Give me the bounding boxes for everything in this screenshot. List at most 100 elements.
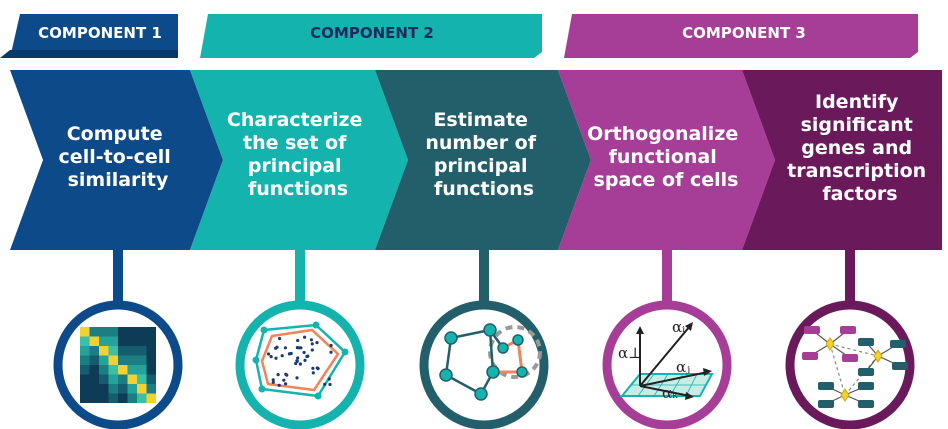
matrix-cell: [137, 393, 147, 403]
component-header-1-bar: [10, 14, 178, 58]
matrix-cell: [146, 393, 156, 403]
graph-nodes: [439, 323, 528, 401]
matrix-cell: [99, 336, 109, 346]
matrix-cell: [89, 374, 99, 384]
component-header-3: COMPONENT 3: [564, 14, 918, 58]
matrix-cell: [99, 327, 109, 337]
step-3-stem: [479, 250, 489, 314]
step-5-line-2: significant: [801, 114, 913, 136]
component-header-1: COMPONENT 1: [0, 14, 178, 58]
similarity-matrix-cells: [80, 327, 156, 403]
hull-point: [303, 358, 307, 362]
matrix-cell: [127, 393, 137, 403]
matrix-cell: [118, 327, 128, 337]
matrix-cell: [127, 336, 137, 346]
hull-point: [328, 382, 332, 387]
matrix-cell: [99, 365, 109, 375]
component-header-3-bar: [564, 14, 918, 58]
matrix-cell: [118, 336, 128, 346]
matrix-cell: [127, 355, 137, 365]
matrix-cell: [80, 384, 90, 394]
step-5-line-4: transcription: [787, 160, 926, 182]
matrix-cell: [108, 355, 118, 365]
matrix-cell: [118, 346, 128, 356]
hull-point: [327, 377, 331, 381]
matrix-cell: [80, 327, 90, 337]
matrix-cell: [137, 346, 147, 356]
matrix-cell: [146, 374, 156, 384]
hull-point: [274, 356, 278, 360]
hull-point: [271, 380, 275, 384]
matrix-cell: [108, 327, 118, 337]
hull-outline-orange: [260, 328, 340, 392]
cluster-dashed-ring: [488, 325, 542, 379]
step-3-line-4: functions: [434, 178, 534, 200]
hull-point: [278, 336, 282, 341]
hull-point: [311, 366, 315, 370]
matrix-cell: [80, 374, 90, 384]
hull-point: [295, 376, 299, 380]
matrix-cell: [99, 374, 109, 384]
hull-point: [309, 338, 313, 342]
matrix-cell: [146, 355, 156, 365]
matrix-cell: [80, 365, 90, 375]
step-5-line-3: genes and: [801, 137, 912, 159]
step-2-line-4: functions: [248, 178, 348, 200]
alpha-mid-label: αⱼ: [676, 358, 690, 376]
matrix-cell: [89, 327, 99, 337]
hull-point: [329, 343, 333, 348]
hull-points: [266, 335, 333, 387]
hull-point: [310, 342, 314, 346]
graph-orange-edges: [493, 337, 524, 374]
matrix-cell: [146, 384, 156, 394]
step-2-line-1: Characterize: [227, 109, 363, 131]
matrix-cell: [137, 336, 147, 346]
matrix-cell: [127, 374, 137, 384]
hull-point: [294, 361, 298, 366]
hull-vertices: [252, 321, 349, 400]
step-1-line-2: cell-to-cell: [59, 146, 171, 168]
step-2-text: Characterize the set of principal functi…: [227, 109, 369, 200]
matrix-cell: [108, 393, 118, 403]
step-3-chevron: [375, 70, 591, 250]
step-2-chevron: [190, 70, 408, 250]
network-tf-nodes: [825, 337, 883, 402]
step-5-line-5: factors: [822, 183, 897, 205]
matrix-cell: [137, 355, 147, 365]
hull-point: [275, 345, 279, 349]
step-1-chevron: [10, 70, 223, 250]
hull-point: [296, 338, 300, 343]
alpha-perp-label: α⊥: [618, 344, 642, 362]
step-1-stem: [113, 250, 123, 314]
matrix-cell: [137, 374, 147, 384]
step-3-text: Estimate number of principal functions: [425, 109, 542, 200]
matrix-cell: [108, 336, 118, 346]
matrix-cell: [80, 393, 90, 403]
matrix-cell: [118, 374, 128, 384]
step-1-text: Compute cell-to-cell similarity: [59, 123, 178, 191]
gene-network-icon: [785, 300, 915, 429]
step-4-line-2: functional: [609, 146, 717, 168]
axes-arrows: [639, 325, 709, 397]
matrix-cell: [146, 336, 156, 346]
network-gene-boxes: [802, 326, 908, 408]
matrix-cell: [80, 336, 90, 346]
component-header-2-bar: [200, 14, 542, 58]
matrix-cell: [89, 384, 99, 394]
step-3-line-3: principal: [434, 155, 528, 177]
hull-point: [284, 372, 288, 376]
matrix-cell: [118, 384, 128, 394]
step-4-line-3: space of cells: [594, 169, 739, 191]
matrix-cell: [108, 374, 118, 384]
hull-point: [296, 356, 300, 360]
matrix-cell: [80, 346, 90, 356]
step-1-line-1: Compute: [67, 123, 163, 145]
step-2-line-2: the set of: [243, 132, 347, 154]
matrix-cell: [89, 336, 99, 346]
matrix-cell: [99, 355, 109, 365]
hull-point: [311, 371, 315, 375]
matrix-cell: [89, 346, 99, 356]
graph-clusters-icon: [419, 300, 549, 429]
convex-hull-icon: [235, 300, 365, 429]
matrix-cell: [118, 393, 128, 403]
